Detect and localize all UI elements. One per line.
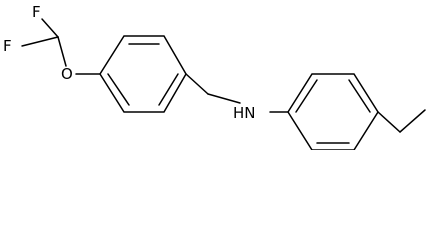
bond-ch2-n [207,93,241,104]
atom-label-amine: HN [233,104,256,122]
molecule-structure: F F O HN [3,3,426,151]
ring-left [99,35,187,113]
atom-label-oxygen: O [61,65,73,83]
ring-left-double-3 [107,73,130,106]
ring-right-double-2 [348,79,371,113]
bond-ring2-ch2 [377,111,401,133]
ring-right [287,73,379,151]
atom-label-fluorine-1: F [32,3,41,21]
ring-left-double-2 [158,73,179,106]
atom-label-fluorine-2: F [3,37,12,55]
atom-labels: F F O HN [3,3,256,122]
bond-f1-c [41,18,59,38]
bond-ring1-ch2 [185,73,209,95]
bond-c-o [57,36,67,67]
bond-f2-c [21,36,59,47]
bond-lines [21,18,426,151]
structure-canvas: F F O HN [3,3,426,151]
bond-ch2-ch3 [399,109,426,133]
ring-right-double-1 [295,79,318,113]
